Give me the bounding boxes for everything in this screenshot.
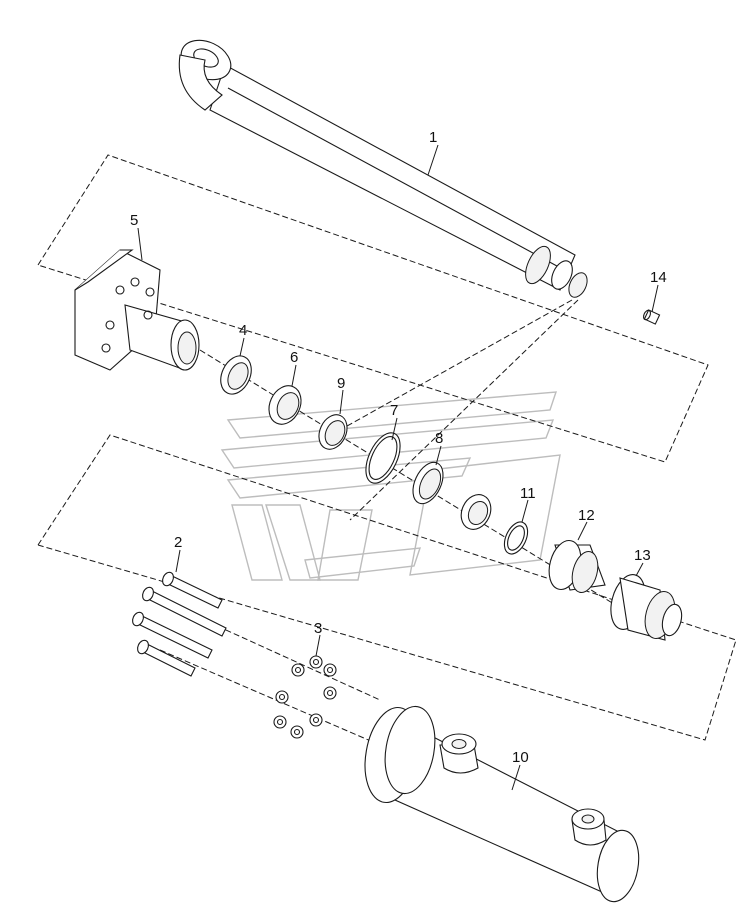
part-label-5: 5: [130, 212, 138, 229]
seal-ring-4: [220, 355, 252, 395]
part-label-7: 7: [390, 402, 398, 419]
piston-rod: [178, 39, 588, 298]
part-label-9: 9: [337, 375, 345, 392]
guide-bushing-6: [268, 385, 302, 425]
part-label-6: 6: [290, 349, 298, 366]
part-label-11: 11: [520, 485, 536, 502]
washers: [273, 655, 337, 739]
bolt: [162, 571, 223, 609]
flange-head: [74, 249, 200, 371]
leader-lines: [137, 144, 659, 791]
part-label-4: 4: [239, 322, 247, 339]
o-ring-11: [503, 521, 529, 555]
wiper-ring-9: [318, 414, 348, 450]
piston-bearing: [460, 494, 492, 530]
bolt: [137, 639, 196, 677]
piston-sleeve-12: [548, 539, 606, 594]
bolt: [142, 586, 227, 637]
cylinder-barrel: [364, 705, 640, 903]
bolt: [132, 611, 213, 659]
part-label-3: 3: [314, 620, 322, 637]
part-label-2: 2: [174, 534, 182, 551]
bolts: [132, 571, 227, 677]
part-label-12: 12: [578, 507, 595, 524]
piston-13: [610, 574, 683, 641]
part-label-14: 14: [650, 269, 667, 286]
part-label-10: 10: [512, 749, 529, 766]
part-labels: 1 2 3 4 5 6 7 8 9 10 11 12 13 14: [130, 129, 667, 766]
grub-screw: [643, 309, 661, 325]
seal-8: [412, 461, 444, 505]
part-label-8: 8: [435, 430, 443, 447]
part-label-13: 13: [634, 547, 651, 564]
part-label-1: 1: [429, 129, 437, 146]
